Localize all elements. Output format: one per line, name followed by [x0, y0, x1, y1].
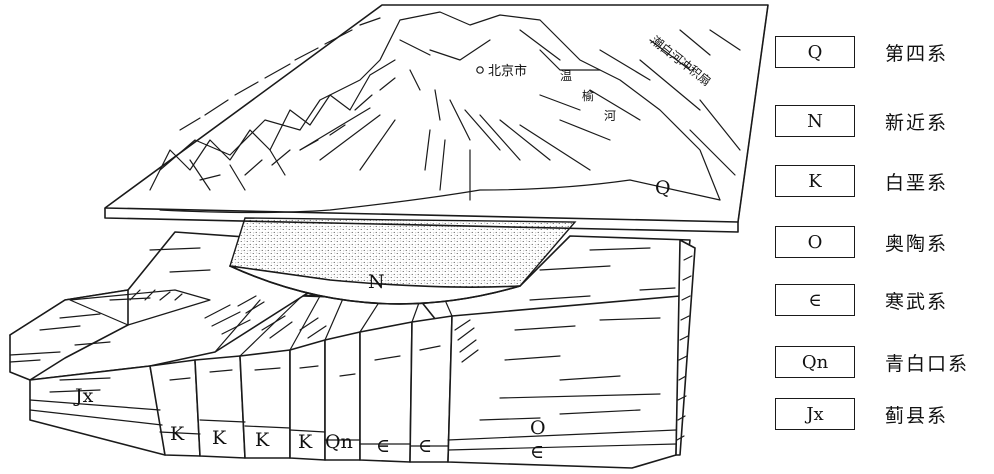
legend-name: 新近系 [885, 108, 948, 135]
legend-item-cambrian: ∈ 寒武系 [775, 284, 990, 318]
legend-name: 奥陶系 [885, 229, 948, 256]
unit-label-o: O [530, 417, 546, 439]
legend-name: 白垩系 [885, 168, 948, 195]
unit-label-jx: Jx [73, 385, 94, 407]
legend-item-cretaceous: K 白垩系 [775, 165, 990, 199]
legend-name: 青白口系 [885, 349, 969, 376]
unit-label-cambrian-3: ∈ [530, 441, 544, 463]
river-char-2: 榆 [582, 88, 594, 103]
unit-label-cambrian-2: ∈ [418, 435, 432, 457]
city-label: 北京市 [488, 63, 527, 79]
legend-code: K [775, 165, 855, 197]
legend-code: Qn [775, 346, 855, 378]
legend-code: Q [775, 36, 855, 68]
river-char-3: 河 [604, 109, 616, 123]
legend-code: ∈ [775, 284, 855, 316]
geologic-block-diagram: 北京市 温 榆 河 潮白河冲积扇 Q N Jx K K K K Qn ∈ ∈ O… [0, 0, 770, 474]
unit-label-n: N [368, 271, 385, 293]
unit-label-k1: K [170, 423, 185, 445]
city-marker-icon [477, 67, 483, 73]
unit-label-k3: K [255, 429, 270, 451]
legend-item-neogene: N 新近系 [775, 105, 990, 139]
legend-item-jixian: Jx 蓟县系 [775, 398, 990, 432]
legend-item-ordovician: O 奥陶系 [775, 226, 990, 260]
legend-item-qingbaikou: Qn 青白口系 [775, 346, 990, 380]
legend-name: 第四系 [885, 39, 948, 66]
legend-item-quaternary: Q 第四系 [775, 36, 990, 70]
river-char-1: 温 [560, 69, 572, 83]
legend-code: Jx [775, 398, 855, 430]
unit-label-k2: K [212, 427, 227, 449]
legend-name: 蓟县系 [885, 401, 948, 428]
legend-name: 寒武系 [885, 287, 948, 314]
unit-label-cambrian-1: ∈ [376, 435, 390, 457]
unit-label-qn: Qn [325, 431, 353, 453]
unit-label-q: Q [655, 177, 671, 199]
unit-label-k4: K [298, 431, 313, 453]
legend-code: N [775, 105, 855, 137]
legend-code: O [775, 226, 855, 258]
